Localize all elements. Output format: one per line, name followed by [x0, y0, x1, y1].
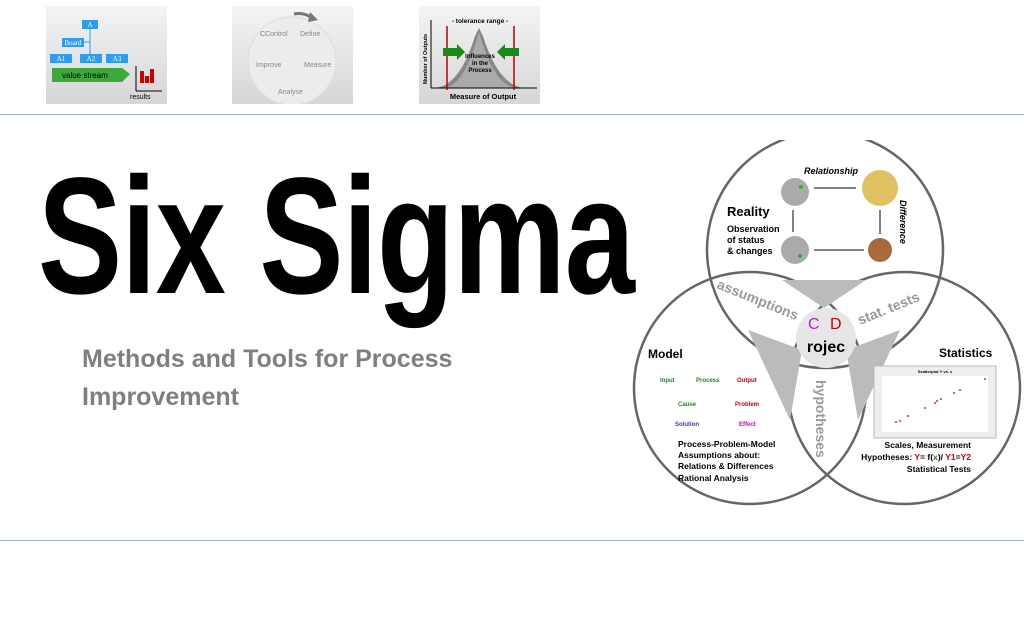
model-line: Rational Analysis — [678, 473, 749, 483]
value-stream-thumbnail: A Board A1 A2 A3 value stream results — [46, 6, 167, 104]
observation-line: & changes — [727, 246, 773, 256]
statistics-label: Statistics — [939, 346, 993, 360]
dmaic-improve: Improve — [256, 62, 281, 69]
relationship-label: Relationship — [804, 166, 859, 176]
model-line: Assumptions about: — [678, 450, 760, 460]
slide-title: Six Sigma — [38, 144, 635, 329]
dial-icon — [781, 178, 809, 206]
hypotheses-formula: Hypotheses: Y= f(x)/ Y1=Y2 — [861, 452, 971, 462]
dmaic-analyse: Analyse — [278, 89, 303, 96]
center-label: rojec — [807, 339, 845, 356]
hypotheses-label: hypotheses — [813, 380, 829, 458]
grid-cause: Cause — [678, 402, 697, 408]
dial-icon — [781, 236, 809, 264]
model-line: Relations & Differences — [678, 461, 774, 471]
org-board: Board — [64, 39, 82, 47]
stat-line: Scales, Measurement — [885, 440, 972, 450]
grid-process: Process — [696, 378, 720, 384]
observation-line: Observation — [727, 224, 780, 234]
grid-problem: Problem — [735, 402, 759, 408]
org-a1: A1 — [57, 55, 66, 63]
grid-effect: Effect — [739, 422, 756, 428]
grid-input: Input — [660, 378, 675, 384]
dmaic-define: Define — [300, 31, 320, 38]
large-cookie-icon — [862, 170, 898, 206]
slide-subtitle: Methods and Tools for Process Improvemen… — [82, 345, 453, 411]
model-line: Process-Problem-Model — [678, 439, 775, 449]
tolerance-range-label: - tolerance range - — [452, 18, 508, 25]
value-stream-label: value stream — [62, 71, 108, 80]
reality-label: Reality — [727, 204, 770, 219]
dmaic-thumbnail: CControl Define Improve Measure Analyse — [232, 6, 353, 106]
influence-label: in the — [472, 61, 489, 67]
grid-solution: Solution — [675, 422, 699, 428]
org-a3: A3 — [113, 55, 122, 63]
x-axis-label: Measure of Output — [450, 92, 517, 101]
top-divider — [0, 114, 1024, 115]
org-a2: A2 — [87, 55, 96, 63]
stat-line: Statistical Tests — [907, 464, 971, 474]
org-top: A — [87, 21, 92, 29]
arrow-left — [748, 330, 802, 420]
tolerance-thumbnail: - tolerance range - Influences in the Pr… — [419, 6, 540, 104]
difference-label: Difference — [898, 200, 908, 244]
arrow-down — [782, 280, 866, 308]
dmaic-measure: Measure — [304, 62, 331, 69]
model-label: Model — [648, 347, 683, 361]
reality-circle — [705, 140, 945, 370]
dmaic-control: CControl — [260, 31, 288, 38]
venn-diagram: C D rojec Relationship Difference Realit… — [632, 140, 1022, 506]
small-cookie-icon — [868, 238, 892, 262]
observation-line: of status — [727, 235, 765, 245]
influence-label: Influences — [465, 54, 495, 60]
project-sphere — [796, 308, 856, 368]
y-axis-label: Number of Outputs — [423, 34, 429, 84]
grid-output: Output — [737, 378, 757, 384]
stat-tests-label: stat. tests — [855, 288, 922, 327]
center-d: D — [830, 316, 842, 333]
influence-label: Process — [468, 68, 492, 74]
arrow-right — [846, 330, 900, 420]
bottom-divider — [0, 540, 1024, 541]
center-c: C — [808, 316, 820, 333]
scatter-title: Scatterplot Y vs. x — [918, 369, 953, 374]
results-label: results — [130, 94, 151, 101]
